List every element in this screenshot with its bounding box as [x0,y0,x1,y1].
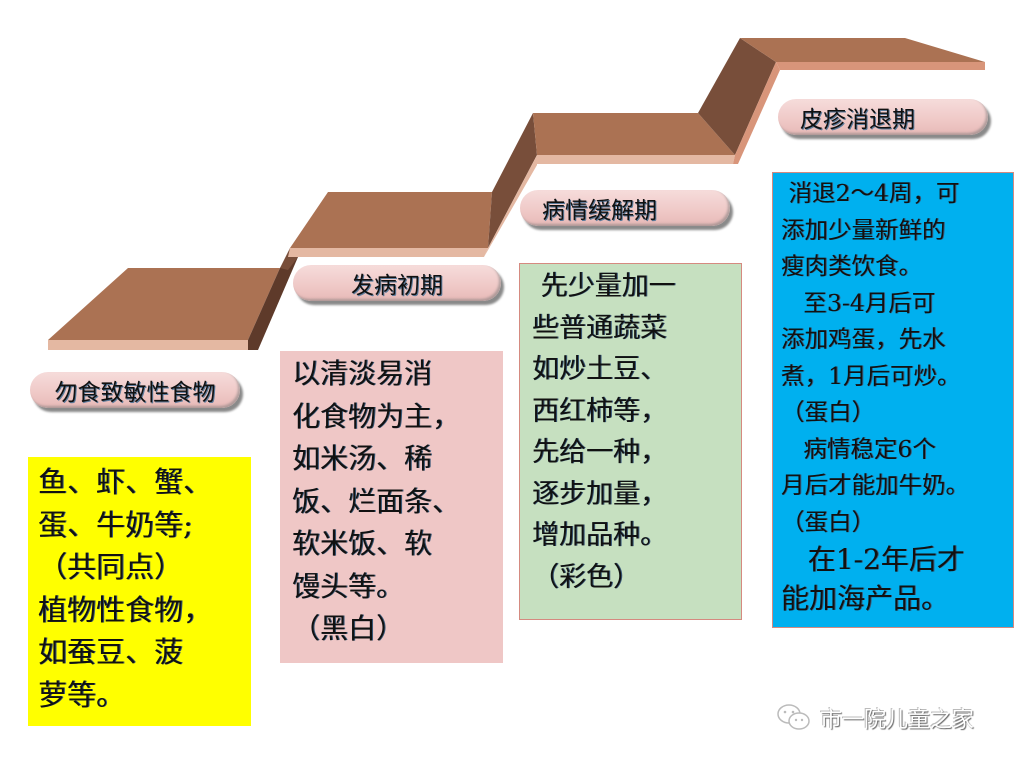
stage-label-2-text: 发病初期 [351,273,443,299]
stage-label-1-text: 勿食致敏性食物 [54,380,216,406]
stair-step-2 [288,192,492,257]
stage-4-content-box: 消退2～4周，可 添加少量新鲜的 瘦肉类饮食。 至3-4月后可 添加鸡蛋，先水 … [772,172,1014,628]
stair-riser-2 [484,113,537,257]
content-line: （黑白） [292,612,405,645]
content-line: 至3-4月后可 [781,288,936,317]
content-line: 鱼、虾、蟹、 [38,465,213,499]
stage-label-2: 发病初期 [293,265,501,301]
stage-label-4: 皮疹消退期 [778,99,988,135]
content-line: 增加品种。 [532,520,667,551]
content-line: 以清淡易消 [292,357,433,390]
stage-label-4-text: 皮疹消退期 [800,107,915,133]
content-line: 瘦肉类饮食。 [781,252,922,280]
content-line: （蛋白） [781,507,875,536]
wechat-icon [777,704,810,730]
content-line: 病情稳定6个 [781,434,936,463]
content-line: 消退2～4周，可 [781,179,960,207]
content-line: 饭、烂面条、 [292,484,461,518]
stage-label-3: 病情缓解期 [520,190,730,226]
content-line: 植物性食物， [38,592,213,627]
stage-label-3-text: 病情缓解期 [542,198,657,224]
content-line: 软米饭、软 [292,527,433,560]
content-line: 在1-2年后才 [781,543,965,576]
content-line: 如蚕豆、菠 [38,635,184,669]
content-line: 先少量加一 [532,271,676,302]
content-line: 馒头等。 [292,569,405,603]
stair-step-4 [740,38,985,70]
stage-1-content-box: 鱼、虾、蟹、 蛋、牛奶等; （共同点） 植物性食物， 如蚕豆、菠 萝等。 [28,457,251,726]
content-line: （蛋白） [781,398,875,426]
content-line: 化食物为主， [292,399,461,433]
stair-step-1 [48,268,280,350]
content-line: 煮，1月后可炒。 [781,361,961,390]
content-line: 蛋、牛奶等; [38,507,193,542]
stage-label-1: 勿食致敏性食物 [30,372,240,408]
stair-step-3 [533,113,735,164]
stage-3-content-box: 先少量加一 些普通蔬菜 如炒土豆、 西红柿等， 先给一种， 逐步加量， 增加品种… [519,263,742,620]
content-line: 先给一种， [532,437,667,468]
watermark: 市一院儿童之家 [776,702,974,734]
content-line: 西红柿等， [532,395,667,427]
content-line: 如米汤、稀 [292,442,433,475]
content-line: 如炒土豆、 [532,354,667,385]
content-line: （彩色） [532,561,640,593]
content-line: 月后才能加牛奶。 [781,471,969,499]
stage-2-content-box: 以清淡易消 化食物为主， 如米汤、稀 饭、烂面条、 软米饭、软 馒头等。 （黑白… [280,351,503,663]
content-line: 逐步加量， [532,478,667,510]
stair-riser-3 [698,38,780,164]
content-line: 添加鸡蛋，先水 [781,325,946,353]
content-line: 些普通蔬菜 [532,312,667,344]
content-line: 萝等。 [38,677,126,712]
content-line: 添加少量新鲜的 [781,215,946,244]
content-line: 能加海产品。 [781,582,950,615]
watermark-text: 市一院儿童之家 [820,708,975,733]
content-line: （共同点） [38,550,184,584]
